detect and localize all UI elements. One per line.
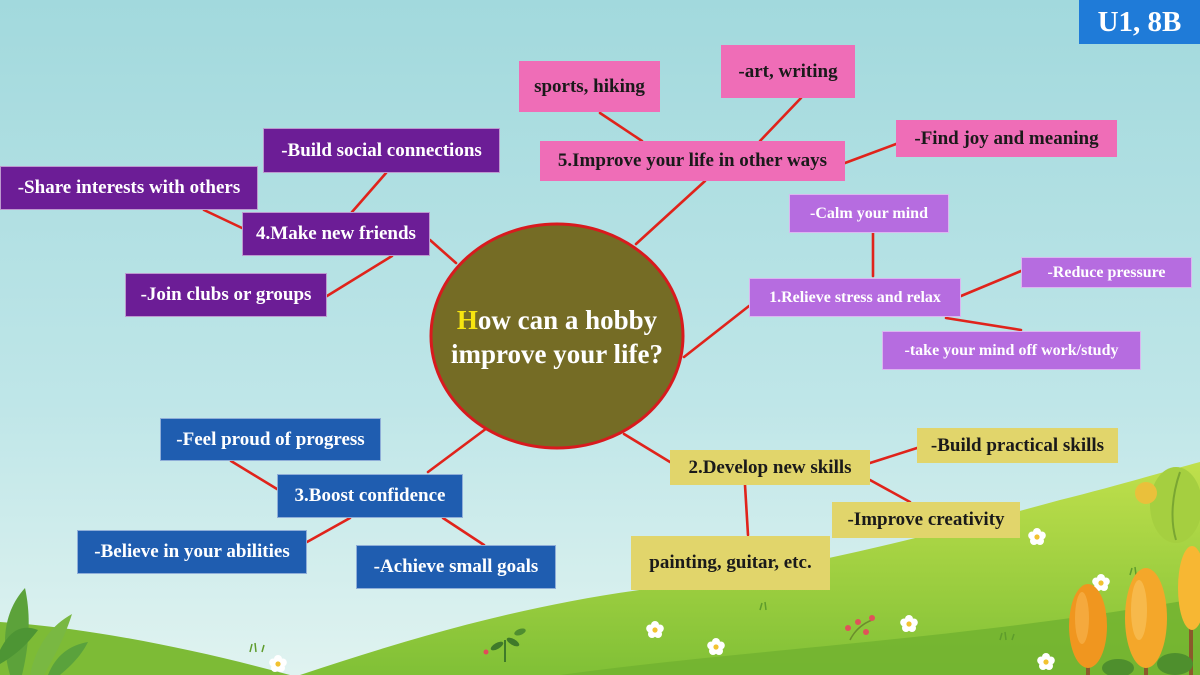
connector-line <box>758 96 803 143</box>
connector-line <box>868 478 912 504</box>
central-topic-line2: improve your life? <box>451 339 663 369</box>
branch-make-friends: 4.Make new friends <box>242 212 430 256</box>
berry-plant <box>845 615 875 641</box>
node-painting-guitar: painting, guitar, etc. <box>631 536 830 590</box>
orange-tree <box>1178 546 1200 675</box>
connector-line <box>350 171 388 214</box>
connector-line <box>229 459 279 491</box>
dark-bushes <box>1102 653 1193 675</box>
node-join-clubs: -Join clubs or groups <box>125 273 327 317</box>
connector-line <box>634 179 707 246</box>
central-topic-line1: How can a hobby <box>456 305 658 335</box>
node-build-social-connections: -Build social connections <box>263 128 500 173</box>
branch-improve-other-ways: 5.Improve your life in other ways <box>540 141 845 181</box>
node-improve-creativity: -Improve creativity <box>832 502 1020 538</box>
node-achieve-goals: -Achieve small goals <box>356 545 556 589</box>
node-calm-mind: -Calm your mind <box>789 194 949 233</box>
central-topic-circle <box>429 222 685 450</box>
front-hill <box>560 598 1200 675</box>
left-plants <box>0 588 88 675</box>
connector-line <box>868 446 919 465</box>
node-art-writing: -art, writing <box>721 45 855 98</box>
orange-tree <box>1069 584 1107 675</box>
small-plant <box>483 628 526 662</box>
main-hill <box>300 462 1200 675</box>
node-feel-proud: -Feel proud of progress <box>160 418 381 461</box>
connector-line <box>743 483 750 537</box>
connector-line <box>959 269 1023 298</box>
connector-line <box>944 316 1023 332</box>
connector-line <box>441 516 486 547</box>
connector-line <box>622 432 672 464</box>
connector-line <box>305 516 352 544</box>
node-find-joy: -Find joy and meaning <box>896 120 1117 157</box>
orange-tree <box>1125 568 1167 675</box>
node-take-mind-off: -take your mind off work/study <box>882 331 1141 370</box>
connector-line <box>202 208 244 230</box>
node-build-practical-skills: -Build practical skills <box>917 428 1118 463</box>
connector-line <box>428 238 458 265</box>
green-bush <box>1135 467 1200 543</box>
connector-line <box>598 111 644 143</box>
node-sports-hiking: sports, hiking <box>519 61 660 112</box>
central-topic: How can a hobby improve your life? <box>432 303 682 371</box>
grass-tufts <box>249 566 1137 653</box>
connector-line <box>325 254 394 298</box>
node-reduce-pressure: -Reduce pressure <box>1021 257 1192 288</box>
branch-boost-confidence: 3.Boost confidence <box>277 474 463 518</box>
node-share-interests: -Share interests with others <box>0 166 258 210</box>
node-believe-abilities: -Believe in your abilities <box>77 530 307 574</box>
connector-line <box>843 142 898 165</box>
branch-develop-skills: 2.Develop new skills <box>670 450 870 485</box>
connector-line <box>682 304 751 359</box>
branch-relieve-stress: 1.Relieve stress and relax <box>749 278 961 317</box>
connector-line <box>426 426 489 474</box>
unit-badge: U1, 8B <box>1079 0 1200 44</box>
